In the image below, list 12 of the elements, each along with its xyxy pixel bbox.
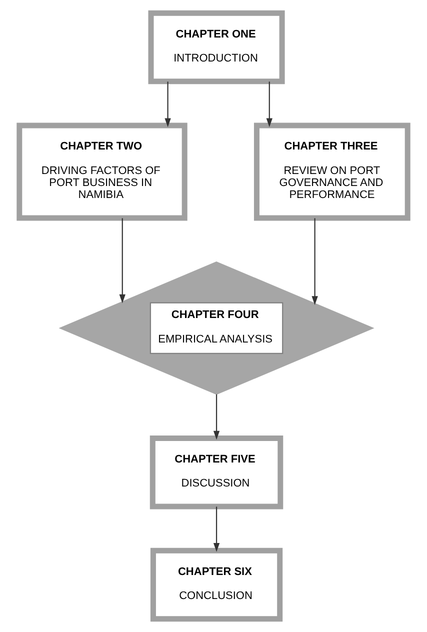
arrow <box>266 82 272 128</box>
arrow <box>213 506 220 552</box>
node-box: CHAPTER ONE INTRODUCTION <box>148 10 285 84</box>
arrow <box>119 218 126 304</box>
arrow <box>312 218 318 305</box>
node-box: CHAPTER THREE REVIEW ON PORT GOVERNANCE AND PERFORMANCE <box>254 122 410 221</box>
node-box: CHAPTER FIVE DISCUSSION <box>150 435 284 510</box>
arrow <box>213 394 220 440</box>
node-box: CHAPTER SIX CONCLUSION <box>150 548 283 622</box>
arrow <box>164 82 171 128</box>
node-diamond: CHAPTER FOUR EMPIRICAL ANALYSIS <box>58 261 374 395</box>
node-box: CHAPTER TWO DRIVING FACTORS OF PORT BUSINESS IN NAMIBIA <box>16 122 188 221</box>
